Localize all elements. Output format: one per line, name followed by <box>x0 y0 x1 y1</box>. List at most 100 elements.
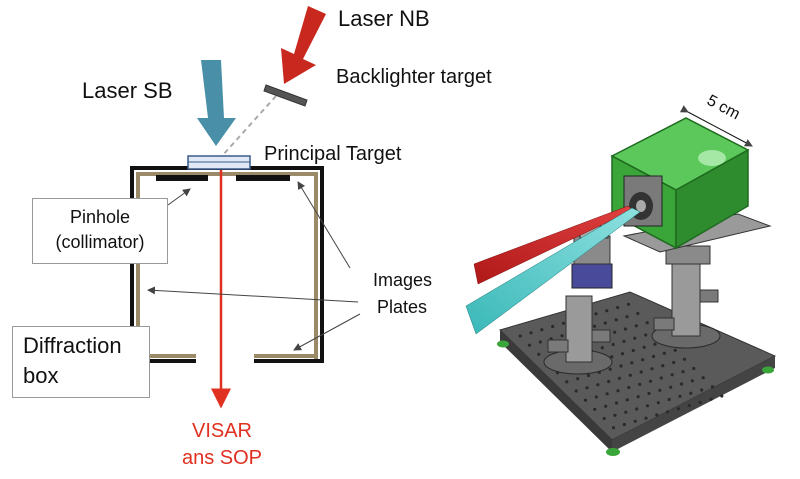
breadboard-hole <box>633 419 637 423</box>
breadboard-hole <box>605 392 609 396</box>
breadboard-hole <box>659 376 663 380</box>
breadboard-hole <box>662 351 666 355</box>
breadboard-hole <box>651 354 656 359</box>
pinhole-label-line1: Pinhole <box>69 207 131 227</box>
breadboard-hole <box>650 367 654 371</box>
breadboard-hole <box>613 413 617 417</box>
breadboard-hole <box>518 334 522 338</box>
breadboard-hole <box>720 394 724 398</box>
breadboard-hole <box>616 389 620 393</box>
breadboard-hole <box>538 340 542 344</box>
breadboard-hole <box>592 324 597 328</box>
breadboard-hole <box>679 382 684 386</box>
breadboard-hole <box>624 410 628 414</box>
breadboard-hole <box>600 346 604 350</box>
images-pointer-left <box>147 286 359 303</box>
breadboard-hole <box>593 407 597 411</box>
backlighter-target <box>263 84 308 107</box>
breadboard-hole <box>642 345 646 349</box>
scale-arrow <box>679 105 753 147</box>
laser-nb-label: Laser NB <box>338 6 430 31</box>
breadboard-hole <box>583 398 588 402</box>
breadboard-hole <box>622 422 626 427</box>
breadboard-hole <box>634 324 638 328</box>
breadboard-hole <box>622 339 626 343</box>
breadboard-hole <box>623 327 628 331</box>
images-pointer-bottom <box>293 313 361 351</box>
breadboard-hole <box>647 391 651 396</box>
breadboard-hole <box>676 407 681 411</box>
breadboard-hole <box>540 328 544 332</box>
pinhole-pointer <box>167 188 191 206</box>
breadboard-hole <box>661 364 665 368</box>
breadboard-hole <box>620 352 625 356</box>
breadboard-hole <box>690 379 694 383</box>
images-pointer-top <box>297 181 351 269</box>
laser-nb-arrow <box>281 6 326 84</box>
breadboard-hole <box>628 373 632 377</box>
breadboard-hole <box>633 336 637 340</box>
breadboard-hole <box>614 401 619 405</box>
breadboard-hole <box>670 373 674 377</box>
breadboard-hole <box>648 379 653 383</box>
diffraction-label-line1: Diffraction <box>23 333 122 358</box>
breadboard-hole <box>700 388 704 392</box>
breadboard-hole <box>644 333 648 337</box>
breadboard-hole <box>639 370 643 374</box>
breadboard-hole <box>594 312 598 316</box>
breadboard-hole <box>604 404 608 408</box>
breadboard-hole <box>611 426 616 430</box>
breadboard-hole <box>607 379 611 384</box>
breadboard-hole <box>626 302 631 306</box>
breadboard-hole <box>631 348 635 353</box>
breadboard-hole <box>710 385 715 389</box>
breadboard-hole <box>613 330 617 334</box>
breadboard-hole <box>644 416 648 420</box>
breadboard-hole <box>627 385 631 390</box>
breadboard-hole <box>673 348 677 352</box>
visar-label: VISAR ans SOP <box>180 420 264 470</box>
breadboard-hole <box>636 311 640 316</box>
pinhole-plate-right <box>236 175 290 181</box>
visar-label-line1: VISAR <box>191 420 253 442</box>
diffraction-box-walls <box>130 166 324 363</box>
breadboard-hole <box>653 342 657 346</box>
breadboard-hole <box>614 318 618 322</box>
diffraction-label-line2: box <box>23 363 59 388</box>
laser-sb-arrow <box>197 60 236 146</box>
breadboard-hole <box>527 343 532 347</box>
breadboard-hole <box>701 376 705 380</box>
breadboard-hole <box>709 397 713 401</box>
breadboard-hole <box>603 321 607 325</box>
breadboard-hole <box>635 407 639 411</box>
breadboard-hole <box>638 382 642 386</box>
breadboard-hole <box>625 315 629 319</box>
breadboard-hole <box>641 358 645 362</box>
breadboard-hole <box>692 366 696 371</box>
breadboard-hole <box>610 355 614 359</box>
cyan-beam <box>465 207 641 335</box>
breadboard-hole <box>687 403 691 408</box>
breadboard-hole <box>560 334 564 338</box>
breadboard-hole <box>537 352 541 356</box>
breadboard-hole <box>617 376 622 380</box>
breadboard-hole <box>667 397 671 402</box>
pinhole-plate-left <box>156 175 208 181</box>
breadboard-hole <box>636 395 640 399</box>
breadboard-hole <box>596 383 600 387</box>
breadboard-hole <box>656 401 660 405</box>
breadboard-hole <box>611 342 615 347</box>
breadboard-hole <box>655 413 659 417</box>
breadboard-hole <box>682 357 687 361</box>
pinhole-label-line2: (collimator) <box>55 232 145 252</box>
breadboard-hole <box>645 404 650 408</box>
backlighter-path <box>221 95 277 157</box>
breadboard-hole <box>585 386 589 390</box>
setup-render <box>497 291 777 456</box>
breadboard-hole <box>672 360 676 365</box>
images-label-line1: Images <box>373 270 433 290</box>
breadboard-hole <box>669 385 673 389</box>
breadboard-hole <box>698 400 702 404</box>
